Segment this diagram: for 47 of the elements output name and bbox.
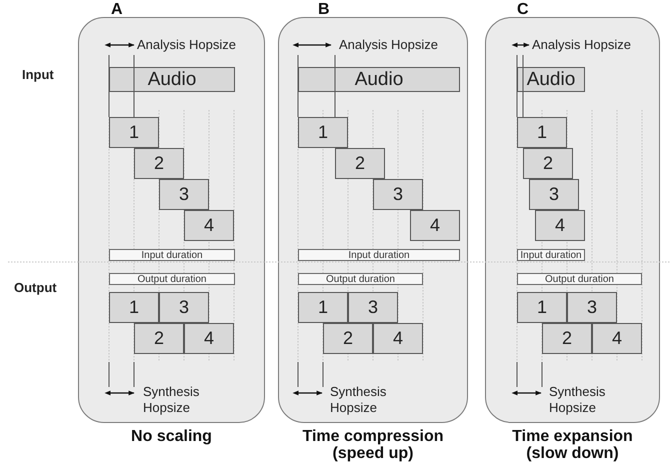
duration-bar: Output duration: [517, 273, 642, 285]
panel-letter: B: [318, 2, 330, 18]
frame-box: 1: [109, 117, 159, 148]
dimension-label: Synthesis Hopsize: [143, 384, 200, 416]
frame-box: 3: [159, 292, 209, 323]
frame-box: 2: [335, 148, 385, 179]
dimension-label: Analysis Hopsize: [532, 37, 632, 53]
dimension-label: Synthesis Hopsize: [549, 384, 606, 416]
duration-bar: Output duration: [298, 273, 423, 285]
frame-box: 2: [523, 148, 573, 179]
panel-letter: A: [111, 2, 123, 18]
dimension-label: Analysis Hopsize: [339, 37, 439, 53]
frame-box: 1: [517, 292, 567, 323]
frame-box: 2: [134, 323, 184, 354]
frame-box: 1: [517, 117, 567, 148]
frame-box: 3: [348, 292, 398, 323]
frame-box: 4: [184, 210, 234, 241]
duration-bar: Input duration: [109, 249, 235, 261]
duration-bar: Input duration: [298, 249, 460, 261]
frame-box: 3: [567, 292, 617, 323]
panel-caption: Time expansion (slow down): [511, 428, 634, 462]
row-label: Output: [14, 280, 58, 296]
audio-bar: Audio: [109, 67, 235, 92]
frame-box: 4: [373, 323, 423, 354]
dimension-label: Synthesis Hopsize: [330, 384, 388, 416]
frame-box: 2: [323, 323, 373, 354]
row-label: Input: [22, 67, 55, 83]
frame-box: 3: [373, 179, 423, 210]
frame-box: 2: [134, 148, 184, 179]
frame-box: 2: [542, 323, 592, 354]
frame-box: 4: [592, 323, 642, 354]
frame-box: 4: [184, 323, 234, 354]
panel-letter: C: [517, 2, 529, 18]
frame-box: 1: [109, 292, 159, 323]
panel-caption: Time compression (speed up): [301, 428, 445, 462]
audio-bar: Audio: [298, 67, 460, 92]
frame-box: 4: [535, 210, 585, 241]
duration-bar: Input duration: [517, 249, 585, 261]
frame-box: 1: [298, 117, 348, 148]
audio-bar: Audio: [517, 67, 585, 92]
frame-box: 4: [410, 210, 460, 241]
frame-box: 3: [529, 179, 579, 210]
dimension-label: Analysis Hopsize: [137, 37, 237, 53]
duration-bar: Output duration: [109, 273, 235, 285]
panel-caption: No scaling: [130, 428, 213, 445]
frame-box: 3: [159, 179, 209, 210]
frame-box: 1: [298, 292, 348, 323]
